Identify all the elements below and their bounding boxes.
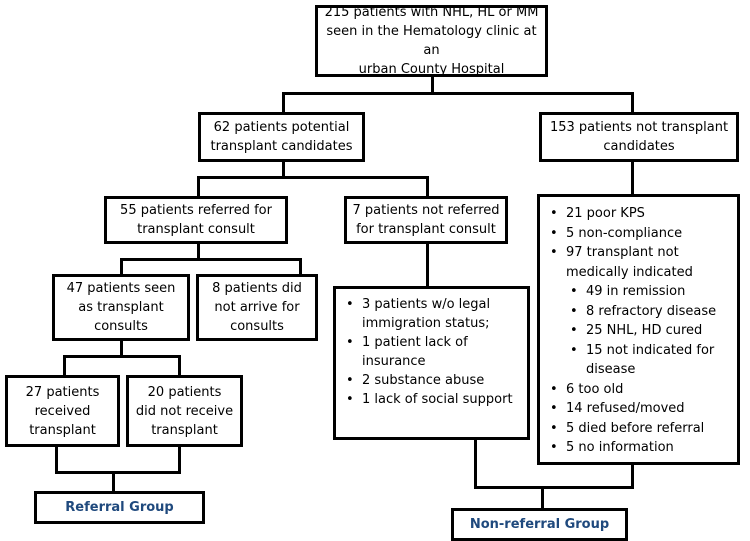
connector xyxy=(541,486,544,510)
potential-candidates-box: 62 patients potential transplant candida… xyxy=(198,112,365,162)
sub-reason-item: 25 NHL, HD cured xyxy=(544,321,733,341)
connector xyxy=(282,92,634,95)
not-referred-reasons-box: 3 patients w/o legal immigration status;… xyxy=(333,286,530,440)
connector xyxy=(178,447,181,474)
not-candidates-box: 153 patients not transplant candidates xyxy=(539,112,739,162)
nonreferral-group-label: Non-referral Group xyxy=(451,508,628,541)
connector xyxy=(178,355,181,375)
connector xyxy=(120,258,123,274)
reason-item: 3 patients w/o legal immigration status; xyxy=(340,295,523,333)
connector xyxy=(55,471,181,474)
connector xyxy=(426,244,429,286)
connector xyxy=(197,244,200,260)
reason-item: 5 no information xyxy=(544,438,733,458)
connector xyxy=(63,355,66,375)
connector xyxy=(282,92,285,112)
reason-item: 5 died before referral xyxy=(544,419,733,439)
connector xyxy=(299,258,302,274)
not-received-box: 20 patients did not receive transplant xyxy=(126,375,243,447)
sub-reason-item: 49 in remission xyxy=(544,282,733,302)
reason-item: 2 substance abuse xyxy=(340,371,523,390)
root-box: 215 patients with NHL, HL or MM seen in … xyxy=(315,5,548,77)
seen-box: 47 patients seen as transplant consults xyxy=(52,274,190,341)
connector xyxy=(55,447,58,474)
reason-item: 5 non-compliance xyxy=(544,224,733,244)
connector xyxy=(431,76,434,94)
connector xyxy=(631,465,634,489)
sub-reason-item: 8 refractory disease xyxy=(544,302,733,322)
reason-item: 1 lack of social support xyxy=(340,390,523,409)
referral-group-label: Referral Group xyxy=(34,491,205,524)
reason-item: 21 poor KPS xyxy=(544,204,733,224)
connector xyxy=(197,176,200,196)
reason-item: 1 patient lack of insurance xyxy=(340,333,523,371)
received-box: 27 patients received transplant xyxy=(5,375,120,447)
connector xyxy=(120,258,302,261)
reason-item: 14 refused/moved xyxy=(544,399,733,419)
connector xyxy=(631,162,634,194)
connector xyxy=(112,471,115,491)
not-arrive-box: 8 patients did not arrive for consults xyxy=(196,274,318,341)
connector xyxy=(426,176,429,196)
referred-box: 55 patients referred for transplant cons… xyxy=(104,196,288,244)
not-referred-box: 7 patients not referred for transplant c… xyxy=(344,196,508,244)
connector xyxy=(474,440,477,489)
connector xyxy=(282,162,285,178)
connector xyxy=(631,92,634,112)
reason-item: 97 transplant not medically indicated xyxy=(544,243,733,282)
connector xyxy=(197,176,429,179)
not-candidate-reasons-box: 21 poor KPS 5 non-compliance 97 transpla… xyxy=(537,194,740,465)
sub-reason-item: 15 not indicated for disease xyxy=(544,341,733,380)
reason-item: 6 too old xyxy=(544,380,733,400)
connector xyxy=(120,341,123,357)
connector xyxy=(63,355,181,358)
connector xyxy=(474,486,634,489)
